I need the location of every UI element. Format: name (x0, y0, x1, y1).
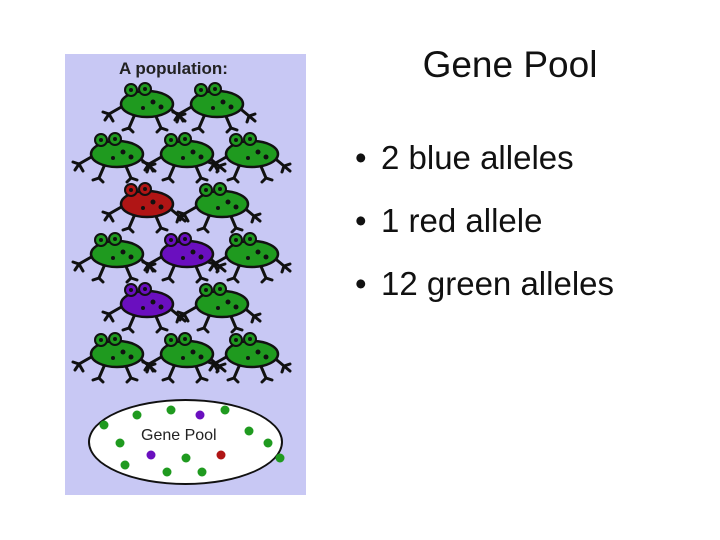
frog-green-icon (206, 332, 292, 384)
allele-green-dot (166, 405, 176, 415)
allele-red-dot (216, 450, 226, 460)
bullet-item: • 12 green alleles (355, 264, 614, 327)
allele-green-dot (115, 438, 125, 448)
allele-blue-dot (195, 410, 205, 420)
allele-green-dot (275, 453, 285, 463)
gene-pool-label: Gene Pool (141, 427, 217, 444)
frog-red-icon (101, 182, 187, 234)
bullet-item: • 2 blue alleles (355, 138, 614, 201)
bullet-dot: • (355, 202, 367, 239)
figure-title: A population: (119, 59, 228, 78)
allele-green-dot (263, 438, 273, 448)
allele-green-dot (120, 460, 130, 470)
allele-green-dot (132, 410, 142, 420)
allele-green-dot (244, 426, 254, 436)
allele-green-dot (99, 420, 109, 430)
frog-blue-icon (141, 232, 227, 284)
frog-green-icon (176, 182, 262, 234)
allele-green-dot (162, 467, 172, 477)
frog-green-icon (171, 82, 257, 134)
frog-blue-icon (101, 282, 187, 334)
population-figure: A population: Gene Pool (65, 54, 306, 495)
allele-green-dot (197, 467, 207, 477)
allele-green-dot (220, 405, 230, 415)
frog-green-icon (141, 132, 227, 184)
frog-green-icon (206, 232, 292, 284)
frog-green-icon (71, 332, 157, 384)
alleles-layer (99, 405, 285, 477)
bullet-text: 12 green alleles (381, 265, 614, 302)
frog-green-icon (71, 232, 157, 284)
allele-green-dot (181, 453, 191, 463)
bullet-dot: • (355, 139, 367, 176)
frog-green-icon (141, 332, 227, 384)
bullet-text: 1 red allele (381, 202, 543, 239)
slide-title: Gene Pool (422, 44, 598, 85)
frog-green-icon (176, 282, 262, 334)
allele-blue-dot (146, 450, 156, 460)
bullet-dot: • (355, 265, 367, 302)
bullet-item: • 1 red allele (355, 201, 614, 264)
frog-green-icon (71, 132, 157, 184)
bullet-text: 2 blue alleles (381, 139, 574, 176)
bullet-list: • 2 blue alleles • 1 red allele • 12 green … (355, 138, 614, 327)
frog-green-icon (206, 132, 292, 184)
frogs-layer (71, 82, 292, 384)
